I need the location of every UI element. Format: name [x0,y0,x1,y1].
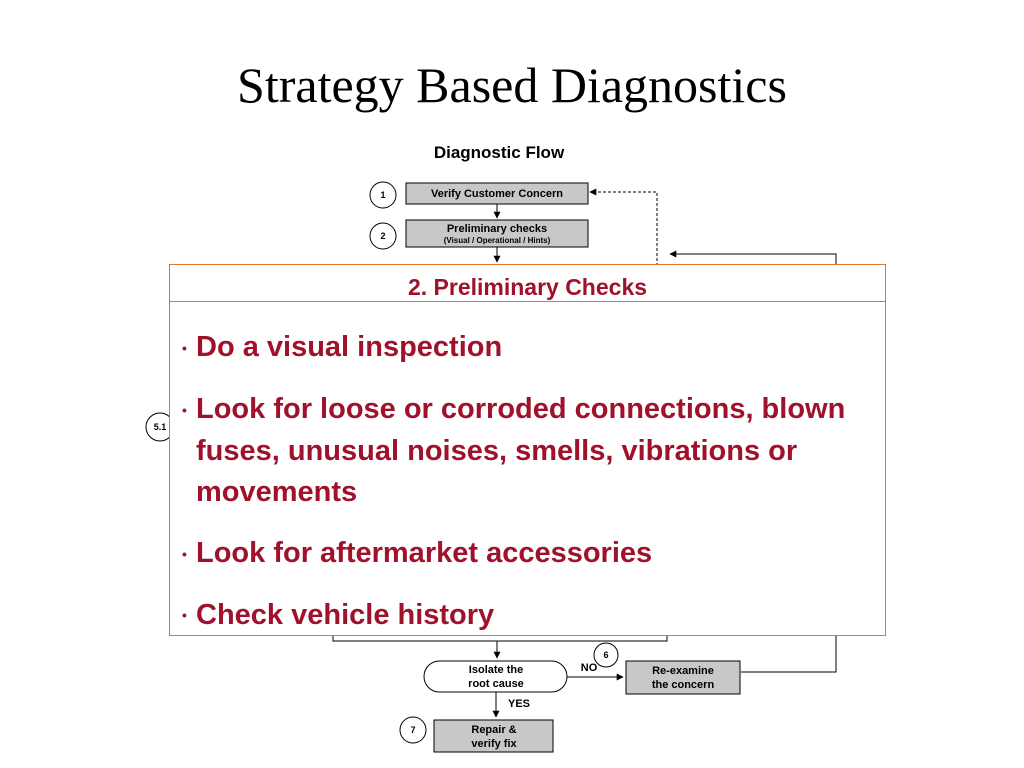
list-item-text: Look for aftermarket accessories [196,536,653,569]
step-2-sublabel: (Visual / Operational / Hints) [444,236,551,245]
flow-title: Diagnostic Flow [434,143,565,162]
step-7-label-line-2: verify fix [471,738,517,750]
step-2-number: 2 [380,231,385,241]
step-2-box [405,219,589,248]
step-6-label-line-2: the concern [652,679,715,691]
list-item-text: Check vehicle history [196,598,495,631]
bullet-icon: • [182,545,187,562]
preliminary-checks-callout: 2. Preliminary Checks • Do a visual inspe… [169,264,886,636]
right-loop-line [669,250,837,266]
bullet-icon: • [182,401,187,418]
lower-bracket-line [332,636,668,642]
step-6-number: 6 [603,650,608,660]
step-1-number: 1 [380,190,385,200]
list-item-text: Look for loose or corroded connections, … [196,392,846,508]
step-1-number-circle [369,181,397,209]
step-2-number-circle [369,222,397,250]
list-item: • Check vehicle history [182,595,873,637]
right-return-line [741,636,837,673]
callout-title: 2. Preliminary Checks [170,265,885,302]
callout-bullet-list: • Do a visual inspection • Look for loose … [182,327,873,636]
step-7-label-line-1: Repair & [471,724,516,736]
bullet-icon: • [182,339,187,356]
step-7-box [433,719,554,753]
slide-title: Strategy Based Diagnostics [237,57,787,113]
step-5-1-number: 5.1 [154,422,167,432]
list-item: • Look for aftermarket accessories [182,533,873,575]
step-2-label: Preliminary checks [447,223,547,235]
step-1-label: Verify Customer Concern [431,188,563,200]
decision-label-line-2: root cause [468,678,524,690]
step-6-number-circle [593,642,619,668]
branch-yes-label: YES [508,698,530,710]
branch-no-label: NO [581,662,598,674]
step-7-number-circle [399,716,427,744]
list-item: • Look for loose or corroded connections,… [182,389,873,513]
step-6-label-line-1: Re-examine [652,665,714,677]
list-item-text: Do a visual inspection [196,331,503,363]
step-7-number: 7 [410,725,415,735]
bullet-icon: • [182,607,187,624]
dashed-feedback-line [589,188,658,266]
decision-label-line-1: Isolate the [469,664,523,676]
list-item: • Do a visual inspection [182,327,873,369]
step-6-box [625,660,741,695]
